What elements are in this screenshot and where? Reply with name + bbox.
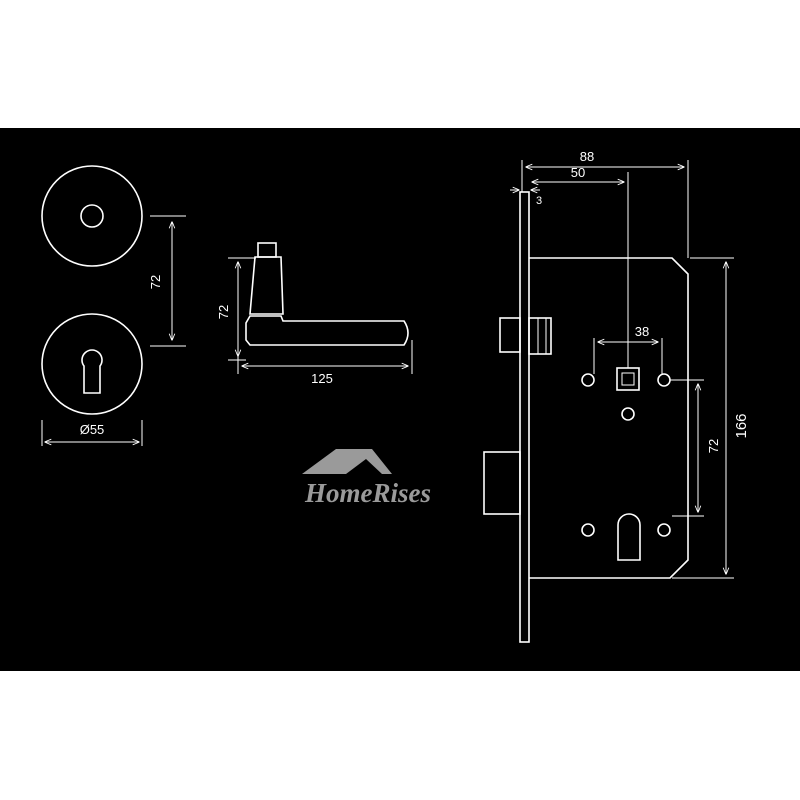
backset-label: 50 <box>571 165 585 180</box>
bottom-rose <box>41 313 143 415</box>
backset-dimension: 50 <box>532 165 629 368</box>
rose-diameter-dimension: Ø55 <box>41 420 143 446</box>
spindle-cylinder-dimension: 72 <box>670 379 721 517</box>
house-roof-icon <box>302 449 392 474</box>
lever-height-label: 72 <box>216 305 231 319</box>
lever-handle <box>245 242 409 346</box>
watermark-text: HomeRises <box>304 478 431 508</box>
lock-height-label: 166 <box>733 413 750 438</box>
drawing-background <box>0 128 800 671</box>
top-rose <box>41 165 143 267</box>
rose-spacing-dimension: 72 <box>148 215 186 347</box>
lever-height-dimension: 72 <box>216 257 256 361</box>
faceplate-thickness-dimension: 3 <box>510 190 542 207</box>
lock-width-dimension: 88 <box>521 149 689 258</box>
homerises-watermark: HomeRises <box>302 449 431 508</box>
lock-height-dimension: 166 <box>672 257 750 579</box>
lever-length-dimension: 125 <box>237 340 413 386</box>
spindle-spacing-label: 38 <box>635 324 649 339</box>
rose-diameter-label: Ø55 <box>80 422 105 437</box>
mortise-lock-body <box>483 191 689 643</box>
spindle-cylinder-label: 72 <box>706 439 721 453</box>
spindle-spacing-dimension: 38 <box>593 324 663 374</box>
lever-length-label: 125 <box>311 371 333 386</box>
rose-spacing-label: 72 <box>148 275 163 289</box>
lock-width-label: 88 <box>580 149 594 164</box>
faceplate-thickness-label: 3 <box>536 195 542 207</box>
